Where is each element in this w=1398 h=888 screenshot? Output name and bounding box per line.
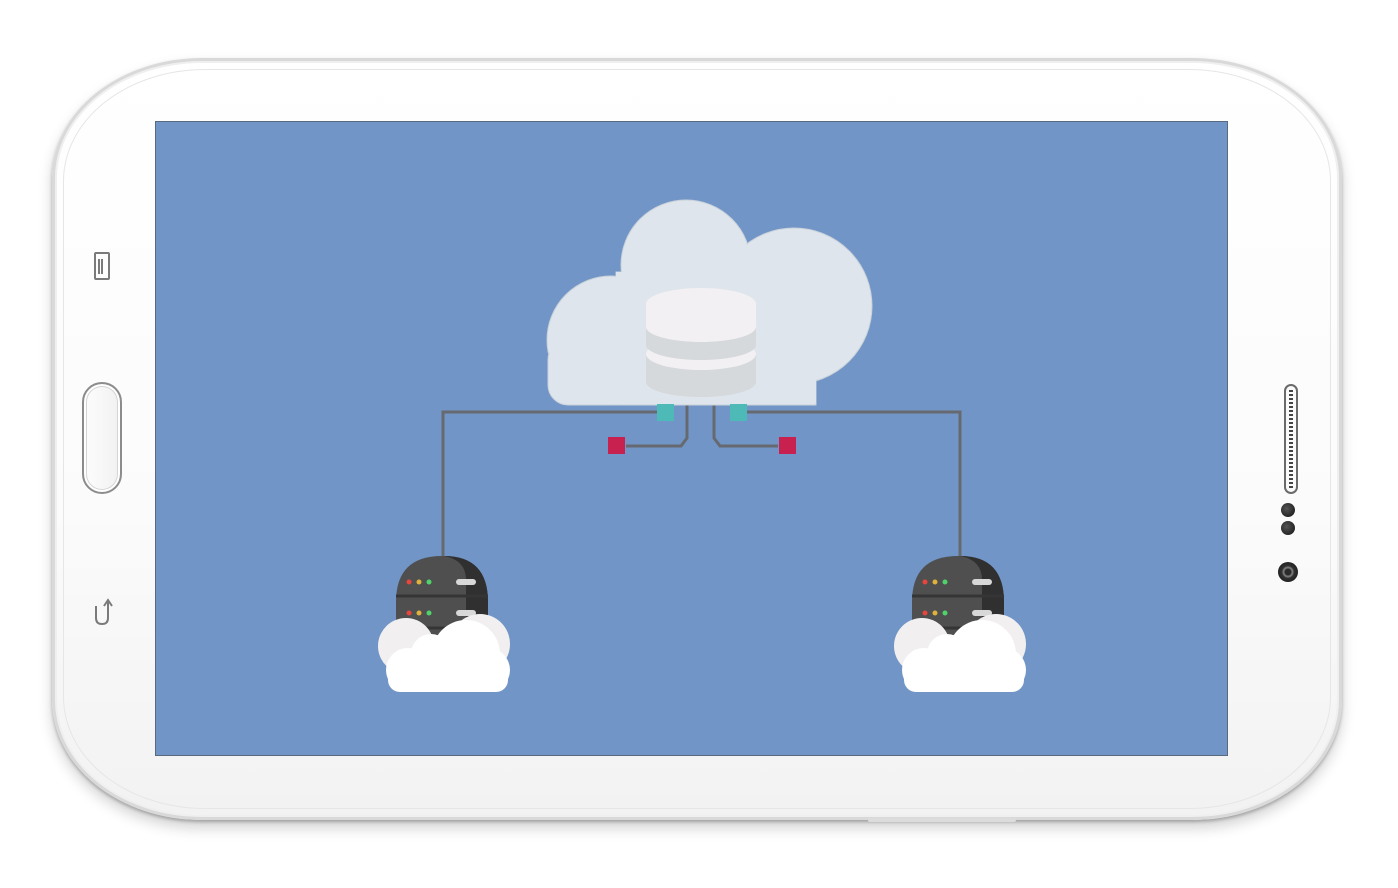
bottom-port — [868, 818, 1016, 822]
left-port — [657, 404, 674, 421]
right-server-cloud-icon — [894, 614, 1026, 692]
speaker-slots — [1289, 390, 1293, 488]
left-terminal — [608, 437, 625, 454]
right-port — [730, 404, 747, 421]
right-server-link — [739, 410, 962, 562]
speaker-grill — [1284, 384, 1298, 494]
left-terminal-link — [626, 400, 689, 448]
left-server-link — [441, 410, 665, 562]
connector-lines — [441, 392, 962, 562]
light-sensor-icon — [1281, 521, 1295, 535]
front-camera-icon — [1278, 562, 1298, 582]
back-key-icon[interactable] — [90, 596, 114, 628]
proximity-sensor-icon — [1281, 503, 1295, 517]
home-button[interactable] — [82, 382, 122, 494]
right-terminal-link — [712, 400, 778, 448]
left-server-cloud-icon — [378, 614, 510, 692]
right-terminal — [779, 437, 796, 454]
database-icon — [646, 288, 756, 397]
network-diagram — [378, 199, 1026, 692]
tablet-screen — [156, 122, 1227, 755]
menu-key-icon[interactable] — [92, 250, 112, 282]
